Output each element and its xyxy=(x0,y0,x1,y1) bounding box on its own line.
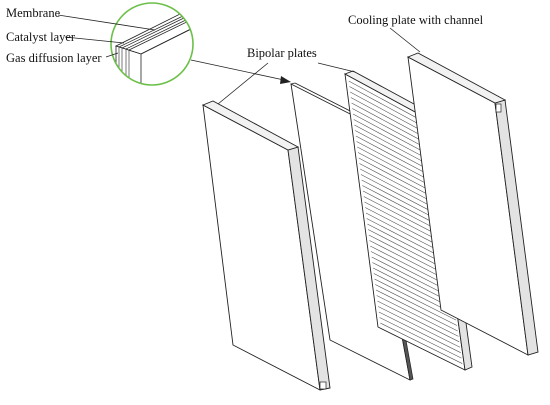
catalyst-layer-label: Catalyst layer xyxy=(6,30,76,44)
channel-line xyxy=(380,322,463,364)
bipolar-plates-label: Bipolar plates xyxy=(247,46,317,60)
channel-line xyxy=(375,289,458,332)
cooling-plate-leader xyxy=(389,27,421,53)
port-notch xyxy=(319,381,327,390)
zoom-arrow-head xyxy=(280,76,291,84)
port-notch xyxy=(495,103,502,113)
channel-line xyxy=(375,284,458,326)
magnifier-ring xyxy=(110,2,194,86)
membrane-leader xyxy=(57,14,156,31)
cooling-plate-label: Cooling plate with channel xyxy=(348,13,484,27)
magnifier-inset xyxy=(110,2,194,86)
zoom-arrow-line xyxy=(190,59,285,81)
channel-line xyxy=(377,300,460,343)
cooling-plate xyxy=(406,52,539,356)
channel-line xyxy=(377,306,461,348)
bipolar-leader-left xyxy=(217,62,269,105)
channel-line xyxy=(374,278,457,321)
channel-line xyxy=(378,311,461,353)
gdl-leader xyxy=(105,52,119,58)
bipolar-plate-left xyxy=(201,100,331,391)
leader-lines xyxy=(57,14,421,105)
channel-line xyxy=(379,317,462,359)
plate-top xyxy=(406,52,507,104)
catalyst-leader xyxy=(64,36,125,44)
membrane-label: Membrane xyxy=(6,6,61,20)
bipolar-leader-right xyxy=(317,62,356,73)
channel-line xyxy=(376,295,459,337)
plate-top xyxy=(201,100,300,151)
gas-diffusion-layer-label: Gas diffusion layer xyxy=(6,51,102,65)
